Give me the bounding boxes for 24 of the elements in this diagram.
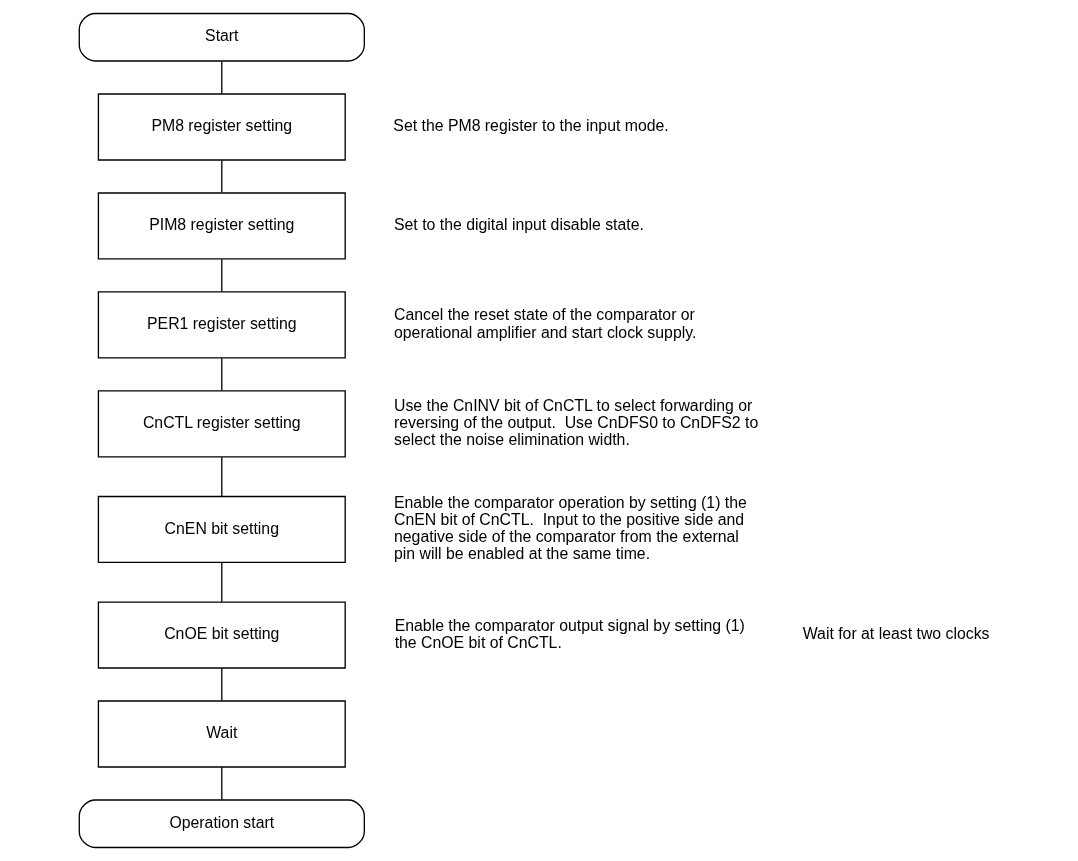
connector: [220, 562, 222, 603]
node-box: CnCTL register setting: [97, 390, 346, 458]
node-box: PIM8 register setting: [97, 192, 346, 260]
node-box: PM8 register setting: [97, 93, 346, 161]
node-box: Operation start: [78, 799, 365, 849]
node-label: Cancel the reset state of the comparator or operational amplifier and start clock supply.: [393, 306, 696, 341]
label: Wait for at least two clocks: [802, 625, 990, 643]
connector: [220, 159, 222, 194]
node-label: Set the PM8 register to the input mode.: [392, 117, 669, 135]
node-box: CnOE bit setting: [97, 601, 346, 669]
node-label: Enable the comparator output signal by setting (1) the CnOE bit of CnCTL.: [394, 616, 745, 651]
node-box: Start: [78, 12, 365, 62]
node-box: CnEN bit setting: [97, 495, 346, 564]
connector: [220, 258, 222, 292]
node-box: Wait: [97, 700, 346, 768]
connector: [220, 456, 222, 497]
node-label: Enable the comparator operation by setting (1) the CnEN bit of CnCTL. Input to the positive side and negative side of the comparator from the external pin will be enabled at the same time.: [393, 493, 747, 563]
node-box: PER1 register setting: [97, 291, 346, 359]
connector: [220, 766, 222, 801]
node-label: Use the CnINV bit of CnCTL to select forwarding or reversing of the output. Use CnDFS0 to CnDFS2 to select the noise elimination width.: [393, 396, 758, 449]
connector: [220, 60, 222, 95]
node-label: Set to the digital input disable state.: [393, 216, 644, 234]
connector: [220, 667, 222, 702]
connector: [220, 357, 222, 391]
